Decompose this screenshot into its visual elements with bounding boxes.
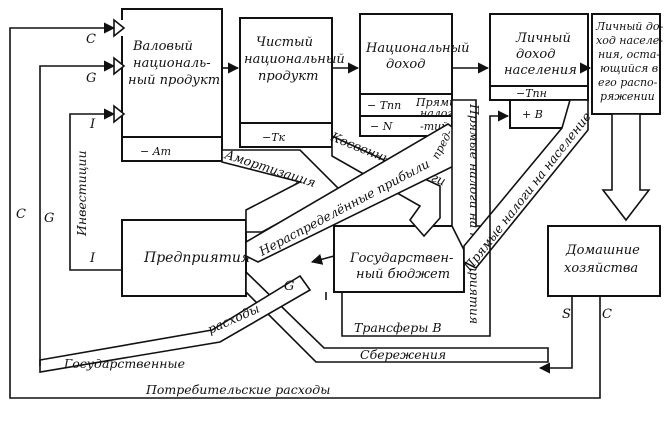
arrow-budget-g bbox=[310, 253, 335, 265]
label-profit-tax: Прямые налоги на предприятия bbox=[467, 103, 482, 324]
gnp-box: Валовый националь- ный продукт − Aт bbox=[121, 8, 223, 162]
budget-box: Государствен- ный бюджет bbox=[333, 225, 465, 293]
letter-g-left: G bbox=[44, 211, 54, 226]
firms-label: Предприятия bbox=[143, 250, 250, 266]
nnp-box: Чистый национальный продукт −Tк bbox=[239, 17, 345, 148]
di-label-2: ход населе- bbox=[596, 34, 663, 47]
pi-addition-b: + B bbox=[522, 108, 543, 121]
households-label-1: Домашние bbox=[565, 243, 640, 258]
loop-investment: I I Инвестиции bbox=[69, 104, 126, 271]
label-transfers: Трансферы B bbox=[354, 320, 442, 335]
ni-deduction-n: − N bbox=[370, 120, 393, 133]
label-savings: Сбережения bbox=[360, 347, 446, 362]
gnp-label-1: Валовый bbox=[132, 39, 193, 54]
households-box: Домашние хозяйства bbox=[547, 225, 661, 297]
label-gov-spending-1: Государственные bbox=[63, 356, 185, 371]
loop-consumption: C C C Потребительские расходы bbox=[9, 18, 612, 399]
arrow-savings-s: S bbox=[538, 296, 573, 374]
nnp-label-2: национальный bbox=[244, 52, 345, 67]
loop-government: G G G bbox=[39, 56, 294, 366]
di-label-4: ющийся в bbox=[600, 62, 658, 75]
arrow-transfers: Трансферы B bbox=[325, 110, 510, 337]
budget-label-1: Государствен- bbox=[349, 251, 453, 266]
letter-i-bottom: I bbox=[89, 251, 96, 266]
firms-box: Предприятия bbox=[121, 219, 250, 297]
ni-profit-tax-2: налоги bbox=[420, 107, 460, 120]
gnp-label-3: ный продукт bbox=[128, 73, 220, 88]
households-label-2: хозяйства bbox=[564, 261, 638, 276]
ni-box: Национальный доход − Tпп − N Прямые нало… bbox=[359, 13, 470, 137]
nnp-deduction-tk: −Tк bbox=[262, 131, 286, 144]
ni-deduction-tpp: − Tпп bbox=[367, 99, 401, 112]
letter-g-mid: G bbox=[284, 279, 294, 294]
nnp-label-1: Чистый bbox=[256, 35, 313, 50]
di-box: Личный до- ход населе- ния, оста- ющийся… bbox=[591, 13, 663, 115]
nnp-label-3: продукт bbox=[258, 69, 318, 84]
letter-c-right: C bbox=[602, 307, 612, 322]
band-savings: Сбережения bbox=[245, 270, 549, 363]
letter-c-left: C bbox=[16, 207, 26, 222]
pi-label-2: доход bbox=[516, 47, 555, 62]
pi-label-3: населения bbox=[504, 63, 577, 78]
gnp-label-2: националь- bbox=[133, 56, 211, 71]
pi-deduction-tpn: −Tпн bbox=[516, 87, 547, 100]
di-label-1: Личный до- bbox=[595, 20, 663, 33]
di-label-3: ния, оста- bbox=[598, 48, 660, 61]
budget-label-2: ный бюджет bbox=[356, 267, 450, 282]
gnp-deduction-am: − Aт bbox=[140, 145, 171, 158]
label-investment: Инвестиции bbox=[74, 150, 89, 237]
letter-c-top: C bbox=[86, 32, 96, 47]
ni-label-1: Национальный bbox=[365, 41, 470, 56]
letter-i-top: I bbox=[89, 117, 96, 132]
letter-s: S bbox=[562, 307, 571, 322]
pi-label-1: Личный bbox=[515, 31, 571, 46]
ni-label-2: доход bbox=[386, 57, 425, 72]
label-consumption: Потребительские расходы bbox=[145, 382, 330, 397]
arrow-di-households bbox=[601, 113, 651, 222]
letter-g-top: G bbox=[86, 71, 96, 86]
di-label-5: его распо- bbox=[598, 76, 658, 89]
di-label-6: ряжении bbox=[600, 90, 655, 103]
pi-box: Личный доход населения −Tпн + B bbox=[489, 13, 589, 129]
